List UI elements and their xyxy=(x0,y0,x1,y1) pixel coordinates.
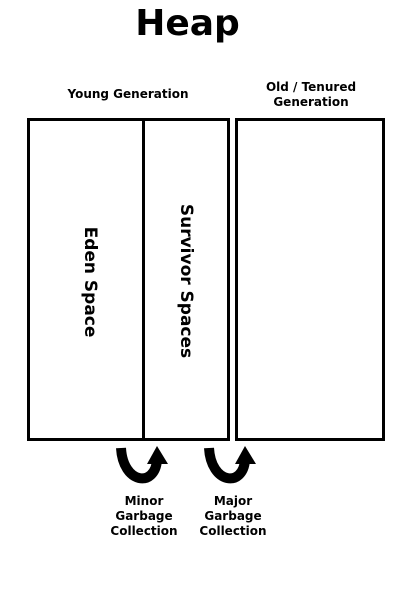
major-gc-curved-arrow-icon xyxy=(204,446,256,484)
minor-gc-label: Minor Garbage Collection xyxy=(99,494,189,539)
minor-gc-label-line: Minor xyxy=(124,494,164,508)
young-generation-box xyxy=(27,118,230,441)
major-gc-label: Major Garbage Collection xyxy=(188,494,278,539)
old-generation-label: Old / Tenured Generation xyxy=(246,80,376,110)
minor-gc-label-line: Garbage xyxy=(115,509,173,523)
old-generation-label-line: Old / Tenured xyxy=(265,80,357,94)
major-gc-label-line: Garbage xyxy=(204,509,262,523)
minor-gc-curved-arrow-icon xyxy=(116,446,168,484)
eden-space-label: Eden Space xyxy=(80,226,100,338)
heap-title: Heap xyxy=(135,3,240,44)
minor-gc-label-line: Collection xyxy=(110,524,178,538)
old-generation-label-line: Generation xyxy=(273,95,349,109)
survivor-spaces-label: Survivor Spaces xyxy=(176,203,196,359)
old-generation-box xyxy=(235,118,385,441)
major-gc-label-line: Major xyxy=(213,494,253,508)
young-generation-divider xyxy=(142,118,145,441)
major-gc-label-line: Collection xyxy=(199,524,267,538)
young-generation-label: Young Generation xyxy=(67,87,189,101)
